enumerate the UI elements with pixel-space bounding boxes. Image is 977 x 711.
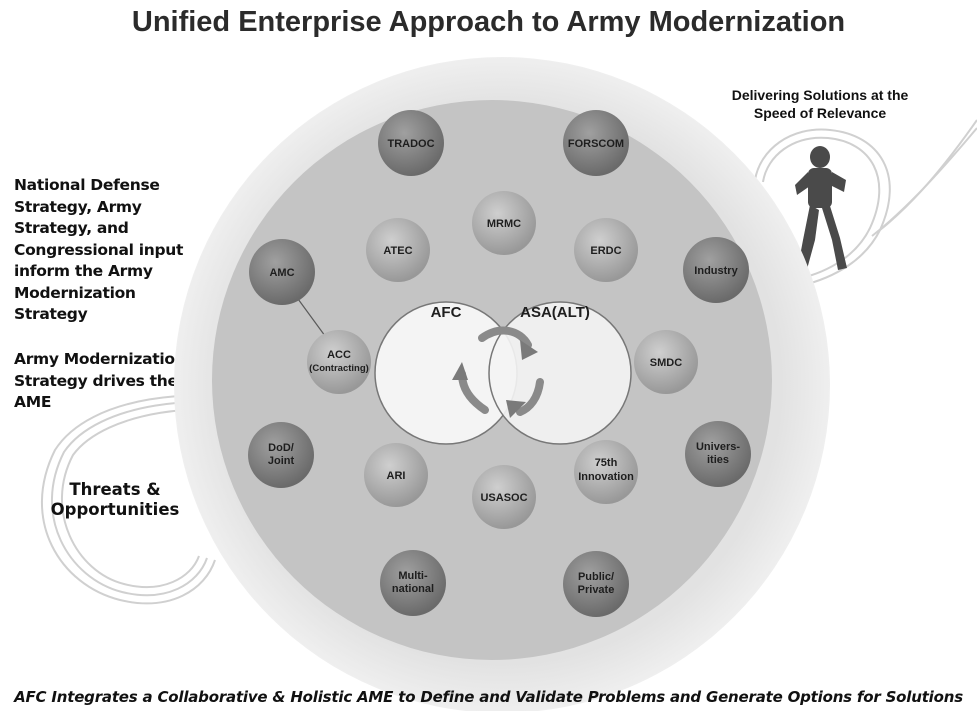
node-industry: Industry xyxy=(683,237,749,303)
text-line: Modernization xyxy=(14,283,136,302)
svg-text:Univers-: Univers- xyxy=(696,441,740,453)
svg-text:AMC: AMC xyxy=(269,267,294,279)
svg-text:DoD/: DoD/ xyxy=(268,442,294,454)
svg-text:Multi-: Multi- xyxy=(398,570,428,582)
strategy-drives-text: Army Modernization Strategy drives the A… xyxy=(14,349,186,414)
diagram-title: Unified Enterprise Approach to Army Mode… xyxy=(131,6,846,38)
threats-opportunities-label: Threats & Opportunities xyxy=(40,480,190,520)
text-line: National Defense xyxy=(14,176,160,194)
node-forscom: FORSCOM xyxy=(563,110,629,176)
soldier-icon xyxy=(795,146,847,273)
node-public-private: Public/ Private xyxy=(563,551,629,617)
text-line: Delivering Solutions at the xyxy=(731,87,909,103)
svg-text:USASOC: USASOC xyxy=(480,492,527,504)
asa-alt-label: ASA(ALT) xyxy=(520,304,590,321)
node-multinational: Multi- national xyxy=(380,550,446,616)
asa-alt-circle xyxy=(488,301,632,445)
svg-text:75th: 75th xyxy=(595,457,618,469)
svg-text:ATEC: ATEC xyxy=(383,245,412,257)
node-amc: AMC xyxy=(249,239,315,305)
node-usasoc: USASOC xyxy=(472,465,536,529)
svg-text:ERDC: ERDC xyxy=(590,245,621,257)
strategy-input-text: National Defense Strategy, Army Strategy… xyxy=(14,175,183,326)
node-tradoc: TRADOC xyxy=(378,110,444,176)
svg-text:ACC: ACC xyxy=(327,349,351,361)
svg-text:(Contracting): (Contracting) xyxy=(309,363,369,374)
svg-text:Public/: Public/ xyxy=(578,571,614,583)
text-line: Strategy, and xyxy=(14,219,129,237)
text-line: Congressional input xyxy=(14,240,184,259)
svg-text:FORSCOM: FORSCOM xyxy=(568,138,624,150)
afc-label: AFC xyxy=(431,304,462,321)
node-ari: ARI xyxy=(364,443,428,507)
text-line: Strategy xyxy=(14,305,88,323)
text-line: inform the Army xyxy=(14,262,153,280)
svg-text:SMDC: SMDC xyxy=(650,357,682,369)
text-line: Speed of Relevance xyxy=(753,105,887,121)
svg-text:Industry: Industry xyxy=(694,265,738,277)
text-line: Threats & xyxy=(69,480,161,499)
svg-text:Private: Private xyxy=(578,584,615,596)
cycle-arrowheads xyxy=(452,340,538,418)
svg-text:TRADOC: TRADOC xyxy=(387,138,434,150)
svg-text:MRMC: MRMC xyxy=(487,218,521,230)
svg-text:Innovation: Innovation xyxy=(578,471,634,483)
node-smdc: SMDC xyxy=(634,330,698,394)
text-line: Army Modernization xyxy=(14,350,186,368)
node-mrmc: MRMC xyxy=(472,191,536,255)
node-75th-innovation: 75th Innovation xyxy=(574,440,638,504)
node-universities: Univers- ities xyxy=(685,421,751,487)
text-line: AME xyxy=(14,393,52,411)
svg-text:ities: ities xyxy=(707,454,729,466)
svg-text:national: national xyxy=(392,583,434,595)
svg-text:Joint: Joint xyxy=(268,455,295,467)
delivering-solutions-label: Delivering Solutions at the Speed of Rel… xyxy=(705,86,935,122)
node-dod-joint: DoD/ Joint xyxy=(248,422,314,488)
svg-text:ARI: ARI xyxy=(387,470,406,482)
footer-caption: AFC Integrates a Collaborative & Holisti… xyxy=(14,688,963,706)
node-atec: ATEC xyxy=(366,218,430,282)
node-erdc: ERDC xyxy=(574,218,638,282)
node-acc: ACC (Contracting) xyxy=(307,330,371,394)
text-line: Opportunities xyxy=(50,500,180,519)
text-line: Strategy drives the xyxy=(14,371,178,390)
text-line: Strategy, Army xyxy=(14,197,142,216)
